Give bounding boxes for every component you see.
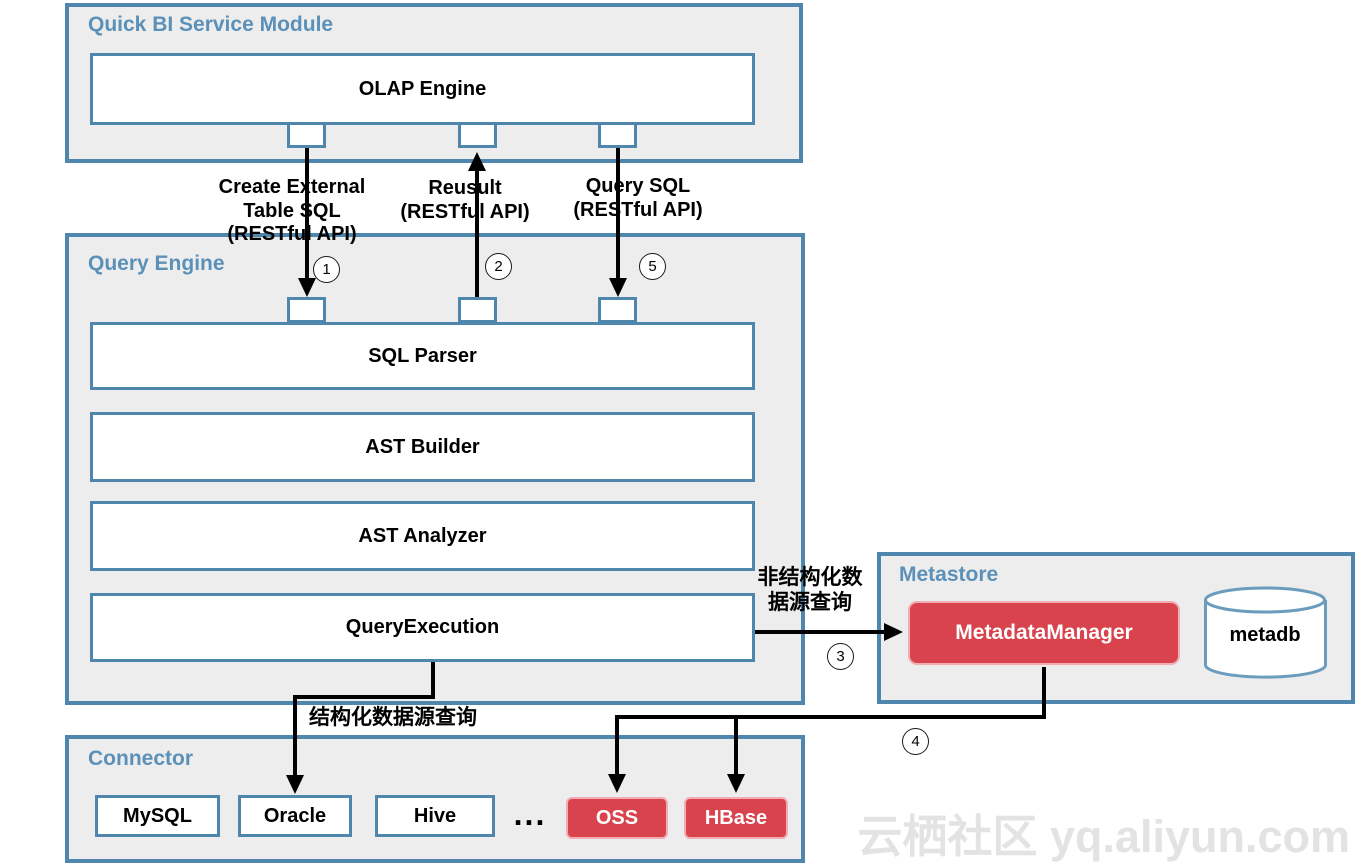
query-engine-port-2 [458, 297, 497, 323]
hbase-label: HBase [704, 806, 768, 829]
hive-label: Hive [413, 804, 457, 827]
metadata-manager-label: MetadataManager [955, 621, 1133, 644]
metadata-manager-module: MetadataManager [908, 601, 1180, 665]
ast-analyzer-label: AST Analyzer [358, 524, 487, 547]
structured-datasource-query-label: 结构化数据源查询 [309, 706, 477, 729]
query-engine-title: Query Engine [88, 252, 225, 275]
query-sql-restful-api-label: Query SQL (RESTful API) [573, 175, 703, 221]
oracle-connector: Oracle [238, 795, 352, 837]
olap-engine-label: OLAP Engine [358, 77, 487, 100]
ast-builder-module: AST Builder [90, 412, 755, 482]
ast-builder-label: AST Builder [365, 435, 480, 458]
olap-engine-module: OLAP Engine [90, 53, 755, 125]
query-execution-label: QueryExecution [345, 616, 500, 638]
ast-analyzer-module: AST Analyzer [90, 501, 755, 571]
step-badge-3: 3 [827, 643, 854, 670]
oss-connector: OSS [566, 797, 668, 839]
step-badge-2: 2 [485, 253, 512, 280]
watermark: 云栖社区 yq.aliyun.com [857, 811, 1350, 862]
oss-label: OSS [595, 806, 639, 829]
hbase-connector: HBase [684, 797, 788, 839]
oracle-label: Oracle [263, 804, 327, 827]
olap-port-1 [287, 122, 326, 148]
metadb-label: metadb [1229, 624, 1301, 646]
mysql-label: MySQL [123, 804, 192, 827]
hive-connector: Hive [375, 795, 495, 837]
mysql-connector: MySQL [95, 795, 220, 837]
sql-parser-label: SQL Parser [368, 344, 477, 367]
query-engine-port-3 [598, 297, 637, 323]
unstructured-datasource-query-label: 非结构化数 据源查询 [757, 566, 863, 614]
result-restful-api-label: Reusult (RESTful API) [400, 177, 530, 223]
metastore-title: Metastore [899, 563, 999, 586]
query-execution-module: QueryExecution [90, 593, 755, 662]
query-engine-port-1 [287, 297, 326, 323]
metadb-cylinder-icon [1204, 586, 1327, 679]
olap-port-3 [598, 122, 637, 148]
step-badge-1: 1 [313, 256, 340, 283]
quick-bi-title: Quick BI Service Module [88, 13, 334, 36]
step-badge-4: 4 [902, 728, 929, 755]
sql-parser-module: SQL Parser [90, 322, 755, 390]
step-badge-5: 5 [639, 253, 666, 280]
ellipsis-label: ... [513, 795, 547, 832]
olap-port-2 [458, 122, 497, 148]
create-external-table-sql-label: Create External Table SQL (RESTful API) [218, 176, 366, 246]
connector-title: Connector [88, 747, 193, 770]
